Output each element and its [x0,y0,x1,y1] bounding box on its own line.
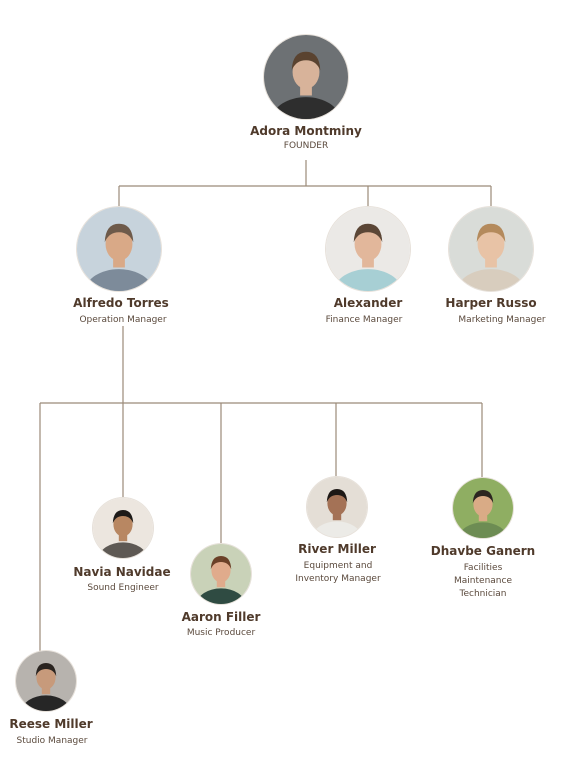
portrait-face [473,492,493,517]
portrait-neck [332,511,342,521]
portrait-icon [264,35,348,119]
person-role: Marketing Manager [458,314,545,327]
person-name: Harper Russo [445,296,537,310]
person-name: Alexander [333,296,403,310]
portrait-face [327,491,347,516]
portrait-face [105,227,133,261]
avatar [307,477,367,537]
portrait-icon [16,651,76,711]
avatar [453,478,513,538]
portrait-icon [307,477,367,537]
person-name: Adora Montminy [250,124,362,138]
portrait-hair [35,663,57,677]
person-name: Dhavbe Ganern [430,544,536,558]
portrait-icon [93,498,153,558]
role-line: Operation Manager [79,315,167,325]
portrait-hair [353,223,383,243]
person-name: River Miller [298,542,376,556]
portrait-neck [362,255,374,268]
portrait-neck [478,512,488,522]
portrait-shoulders [22,695,70,711]
role-line: Finance Manager [325,315,403,325]
portrait-face [477,227,505,261]
portrait-icon [453,478,513,538]
portrait-shoulders [85,269,153,291]
portrait-shoulders [99,542,147,558]
portrait-hair [291,51,321,71]
person-role: FOUNDER [284,140,328,153]
portrait-neck [216,578,226,588]
person-name: Aaron Filler [181,610,261,624]
avatar [449,207,533,291]
portrait-icon [449,207,533,291]
role-line: Technician [459,589,507,599]
role-line: Sound Engineer [87,583,159,593]
portrait-face [113,512,133,537]
portrait-face [211,558,231,583]
portrait-shoulders [272,97,340,119]
person-role: Finance Manager [326,314,403,327]
person-role: Operation Manager [79,314,166,327]
portrait-shoulders [457,269,525,291]
role-line: Facilities [463,563,503,573]
portrait-hair [104,223,134,243]
person-role: Studio Manager [17,735,88,748]
portrait-icon [326,207,410,291]
portrait-neck [113,255,125,268]
portrait-hair [112,510,134,524]
person-role: Sound Engineer [87,582,158,595]
portrait-shoulders [459,522,507,538]
avatar [326,207,410,291]
portrait-icon [77,207,161,291]
portrait-face [354,227,382,261]
person-role: Music Producer [187,627,255,640]
portrait-face [36,665,56,690]
person-name: Navia Navidae [73,565,171,579]
role-line: Inventory Manager [295,574,381,584]
avatar [191,544,251,604]
role-line: FOUNDER [283,141,329,151]
portrait-shoulders [313,521,361,537]
portrait-neck [41,685,51,695]
avatar [16,651,76,711]
role-line: Maintenance [454,576,512,586]
portrait-neck [485,255,497,268]
role-line: Equipment and [303,561,373,571]
avatar [93,498,153,558]
portrait-neck [300,83,312,96]
portrait-hair [210,556,232,570]
role-line: Music Producer [186,628,256,638]
portrait-neck [118,532,128,542]
portrait-face [292,55,320,89]
portrait-hair [476,223,506,243]
avatar [77,207,161,291]
portrait-icon [191,544,251,604]
person-name: Reese Miller [9,717,93,731]
role-line: Marketing Manager [458,315,546,325]
portrait-shoulders [197,588,245,604]
portrait-hair [326,489,348,503]
portrait-shoulders [334,269,402,291]
role-line: Studio Manager [16,736,88,746]
portrait-hair [472,490,494,504]
avatar [264,35,348,119]
person-name: Alfredo Torres [73,296,169,310]
